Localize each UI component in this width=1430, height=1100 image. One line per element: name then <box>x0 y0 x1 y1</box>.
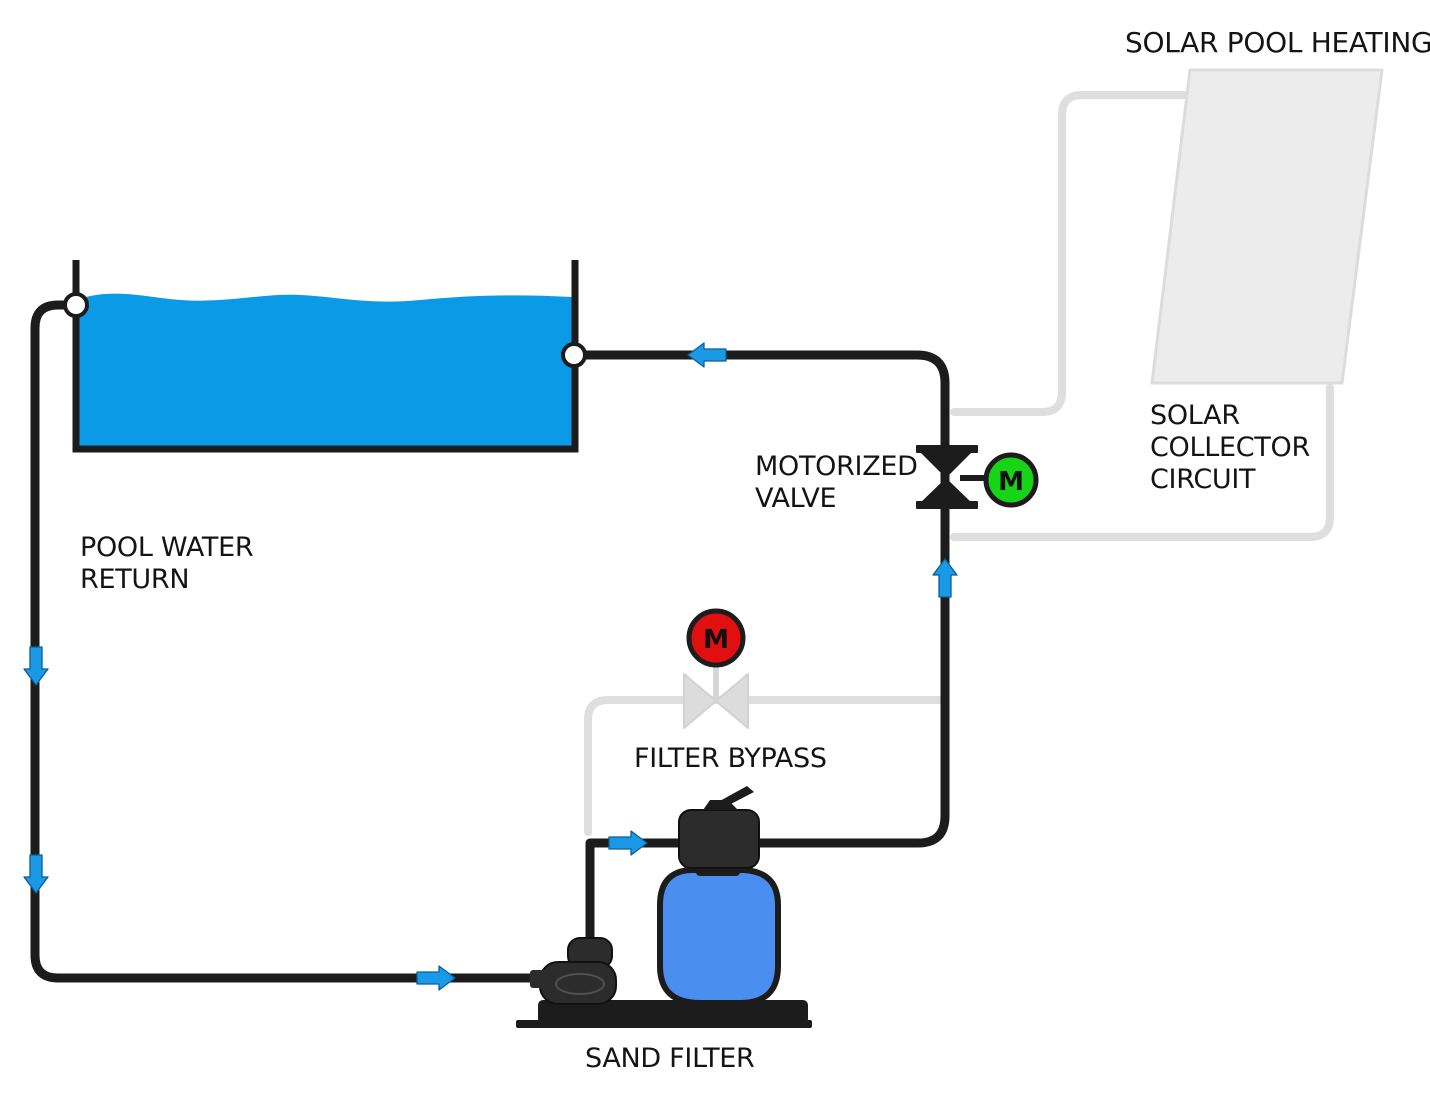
solar-collector-circuit-pipes <box>950 91 1334 541</box>
flow-arrow <box>932 558 958 598</box>
filter-bypass-label: FILTER BYPASS <box>634 743 827 774</box>
svg-text:RETURN: RETURN <box>80 564 189 595</box>
motorized-valve-label: MOTORIZED VALVE <box>755 451 918 514</box>
filter-bypass-pipe <box>584 696 946 836</box>
pool-skimmer-port <box>63 292 89 318</box>
svg-text:CIRCUIT: CIRCUIT <box>1150 464 1256 495</box>
flow-arrow <box>608 830 648 856</box>
pool-water <box>76 293 572 447</box>
sand-filter-label: SAND FILTER <box>585 1043 755 1074</box>
valve-motor-active: M <box>983 452 1039 508</box>
filter-tank <box>657 867 781 1006</box>
svg-text:COLLECTOR: COLLECTOR <box>1150 432 1310 463</box>
svg-text:MOTORIZED: MOTORIZED <box>755 451 918 482</box>
pool-water-return-label: POOL WATER RETURN <box>80 532 254 595</box>
motorized-valve <box>916 445 992 509</box>
svg-text:VALVE: VALVE <box>755 483 836 514</box>
svg-text:M: M <box>998 467 1024 497</box>
svg-text:M: M <box>703 625 729 655</box>
bypass-valve <box>683 666 749 729</box>
flow-arrow <box>416 965 456 991</box>
pool-inlet-port <box>561 342 587 368</box>
valve-motor-inactive: M <box>686 608 746 668</box>
sand-filter-assembly <box>516 786 812 1028</box>
solar-pool-heating-title: SOLAR POOL HEATING <box>1125 26 1430 59</box>
solar-collector-panel <box>1150 68 1384 385</box>
flow-arrow <box>23 646 49 686</box>
main-circuit-pipes <box>30 300 950 983</box>
svg-text:SOLAR: SOLAR <box>1150 400 1240 431</box>
filter-base <box>538 1000 808 1024</box>
filter-valve-head <box>678 809 760 869</box>
flow-arrow <box>23 854 49 894</box>
pump <box>530 937 617 1005</box>
svg-text:POOL WATER: POOL WATER <box>80 532 253 563</box>
pool <box>63 260 587 453</box>
flow-arrow <box>687 342 727 368</box>
solar-collector-circuit-label: SOLAR COLLECTOR CIRCUIT <box>1150 400 1310 495</box>
